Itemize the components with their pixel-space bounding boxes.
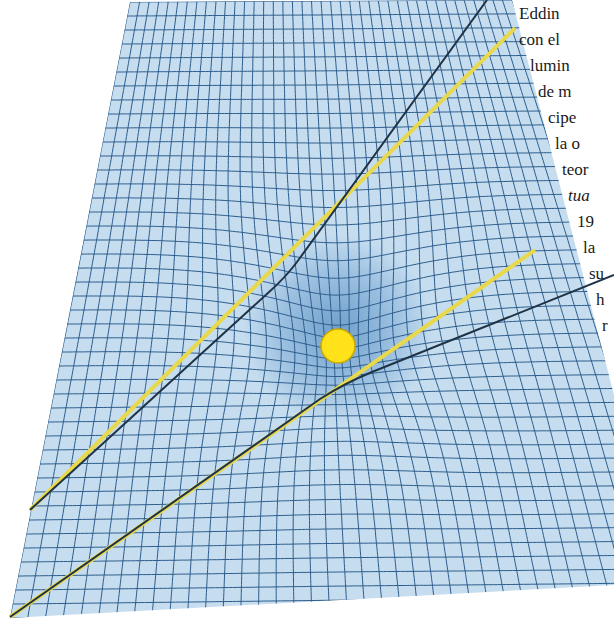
grid-line — [100, 153, 564, 159]
grid-line — [312, 1, 348, 614]
grid-line — [106, 125, 555, 128]
grid-line — [32, 499, 614, 506]
grid-line — [483, 0, 614, 610]
grid-line — [111, 97, 545, 100]
cropped-body-text: la o — [555, 134, 580, 154]
cropped-body-text: tua — [568, 186, 590, 206]
grid-line — [87, 222, 588, 243]
grid-line — [417, 1, 543, 613]
grid-line — [76, 277, 607, 311]
grid-line — [16, 582, 614, 590]
grid-line — [369, 1, 454, 613]
cropped-body-text: con el — [519, 30, 560, 50]
grid-line — [388, 1, 489, 613]
grid-line — [125, 28, 522, 30]
grid-line — [331, 1, 383, 614]
grid-line — [46, 428, 614, 436]
grid-line — [40, 455, 614, 464]
grid-line — [302, 1, 330, 614]
cropped-body-text: Eddin — [519, 4, 560, 24]
cropped-body-text: la — [583, 238, 595, 258]
bent-light-path — [30, 0, 487, 510]
grid-line — [350, 1, 419, 613]
cropped-body-text: cipe — [548, 108, 576, 128]
grid-line — [130, 0, 512, 2]
grid-line — [407, 1, 525, 613]
grid-line — [103, 139, 559, 143]
grid-line — [89, 208, 583, 225]
cropped-body-text: 19 — [577, 212, 594, 232]
grid-line — [493, 0, 614, 610]
grid-line — [119, 56, 531, 59]
grid-line — [273, 1, 295, 615]
cropped-body-text: de m — [538, 82, 572, 102]
grid-line — [29, 513, 614, 520]
grid-line — [114, 83, 541, 86]
grid-line — [259, 1, 282, 615]
grid-line — [152, 2, 206, 617]
grid-line — [10, 610, 614, 618]
grid-line — [223, 1, 251, 615]
grid-line — [122, 42, 526, 44]
grid-line — [37, 470, 614, 478]
grid-line — [57, 374, 614, 385]
grid-line — [43, 441, 614, 450]
grid-line — [21, 555, 614, 563]
straight-light-path — [30, 28, 515, 510]
cropped-body-text: teor — [562, 160, 588, 180]
grid-line — [170, 2, 216, 617]
sun — [321, 329, 355, 363]
grid-line — [512, 0, 614, 610]
grid-line — [97, 166, 568, 174]
grid-line — [474, 0, 614, 611]
grid-line — [26, 527, 614, 534]
spacetime-sheet — [10, 0, 614, 618]
grid-line — [18, 568, 614, 576]
grid-line — [13, 596, 614, 604]
grid-line — [35, 485, 614, 493]
cropped-body-text: h — [596, 290, 605, 310]
grid-line — [188, 2, 226, 617]
cropped-body-text: su — [589, 264, 604, 284]
grid-line — [95, 180, 574, 190]
cropped-body-text: lumin — [530, 56, 570, 76]
grid-line — [502, 0, 614, 610]
cropped-body-text: r — [602, 316, 608, 336]
grid-line — [127, 14, 516, 16]
grid-line — [84, 236, 592, 261]
light-rays — [10, 0, 614, 617]
grid-line — [108, 111, 550, 114]
grid-line — [81, 250, 597, 279]
bent-light-path — [10, 275, 614, 617]
spacetime-grid — [10, 0, 614, 618]
